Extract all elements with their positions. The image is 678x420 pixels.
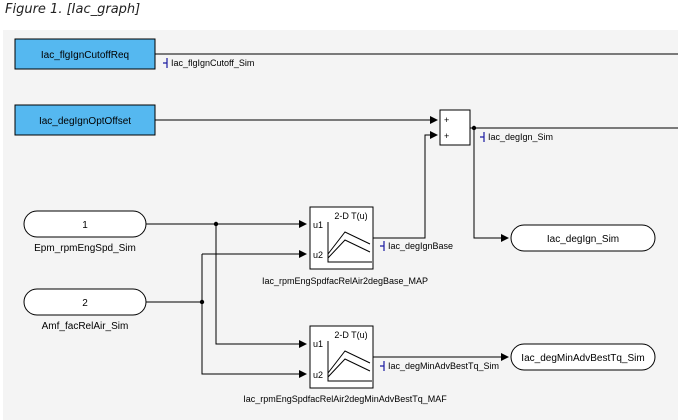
- inport-box: [14, 38, 156, 70]
- signal-label-text: Iac_degIgnBase: [388, 241, 453, 251]
- signal-label-text: Iac_degIgn_Sim: [488, 132, 553, 142]
- port-shape: [510, 224, 656, 252]
- port-name: Amf_facRelAir_Sim: [42, 321, 129, 332]
- inport-block-optoffset[interactable]: Iac_degIgnOptOffset: [14, 104, 156, 136]
- port-number: 2: [82, 298, 88, 309]
- junction-dot: [213, 221, 219, 227]
- signal-mark-icon: [163, 58, 168, 68]
- lookup-table-minadv[interactable]: 2-D T(u) u1 u2 Iac_rpmEngSpdfacRelAir2de…: [243, 325, 447, 404]
- junction-dot: [199, 299, 205, 305]
- lookup-curve-icon: [327, 341, 372, 382]
- signal-label-cutoff: Iac_flgIgnCutoff_Sim: [163, 58, 254, 68]
- lookup-table-base[interactable]: 2-D T(u) u1 u2 Iac_rpmEngSpdfacRelAir2de…: [262, 206, 428, 286]
- outport-label: Iac_degMinAdvBestTq_Sim: [521, 353, 644, 364]
- lookup-name: Iac_rpmEngSpdfacRelAir2degMinAdvBestTq_M…: [243, 394, 447, 404]
- signal-mark-icon: [380, 241, 385, 251]
- sum-block[interactable]: + +: [439, 109, 471, 146]
- sum-sign: +: [444, 131, 449, 141]
- sum-sign: +: [444, 115, 449, 125]
- signal-label-minadv: Iac_degMinAdvBestTq_Sim: [380, 361, 499, 371]
- signal-lines: [146, 53, 678, 378]
- line-epm-branch: [215, 224, 307, 348]
- sum-box: [439, 109, 471, 146]
- signal-label-base: Iac_degIgnBase: [380, 241, 453, 251]
- signal-mark-icon: [480, 132, 485, 142]
- inport-label: Iac_flgIgnCutoffReq: [41, 50, 129, 61]
- inport-box: [14, 104, 156, 136]
- port-number: 1: [82, 220, 88, 231]
- port-shape: [23, 210, 147, 238]
- line-amf-branch: [201, 254, 306, 375]
- port-shape: [23, 288, 147, 316]
- lookup-port-u2: u2: [313, 370, 323, 380]
- signal-label-text: Iac_flgIgnCutoff_Sim: [171, 58, 254, 68]
- port-name: Epm_rpmEngSpd_Sim: [34, 243, 136, 254]
- inport-block-cutoff[interactable]: Iac_flgIgnCutoffReq: [14, 38, 156, 70]
- lookup-title: 2-D T(u): [334, 330, 367, 340]
- line-degign-branch: [473, 128, 509, 242]
- lookup-port-u2: u2: [313, 250, 323, 260]
- inport-label: Iac_degIgnOptOffset: [39, 116, 131, 127]
- signal-label-text: Iac_degMinAdvBestTq_Sim: [388, 361, 499, 371]
- figure-caption: Figure 1. [Iac_graph]: [5, 2, 141, 17]
- outport-degign[interactable]: Iac_degIgn_Sim: [510, 224, 656, 252]
- line-base-to-sum: [373, 131, 438, 239]
- lookup-box: [309, 325, 374, 389]
- lookup-port-u1: u1: [313, 220, 323, 230]
- junction-dots: [199, 125, 477, 305]
- lookup-curve-icon: [327, 222, 372, 263]
- junction-dot: [471, 125, 477, 131]
- lookup-name: Iac_rpmEngSpdfacRelAir2degBase_MAP: [262, 276, 428, 286]
- signal-mark-icon: [380, 361, 385, 371]
- lookup-port-u1: u1: [313, 339, 323, 349]
- outport-minadv[interactable]: Iac_degMinAdvBestTq_Sim: [510, 343, 656, 371]
- outport-label: Iac_degIgn_Sim: [547, 234, 619, 245]
- port-shape: [510, 343, 656, 371]
- signal-label-degign: Iac_degIgn_Sim: [480, 132, 553, 142]
- lookup-title: 2-D T(u): [334, 211, 367, 221]
- input-port-1[interactable]: 1 Epm_rpmEngSpd_Sim: [23, 210, 147, 254]
- lookup-box: [309, 206, 374, 270]
- input-port-2[interactable]: 2 Amf_facRelAir_Sim: [23, 288, 147, 332]
